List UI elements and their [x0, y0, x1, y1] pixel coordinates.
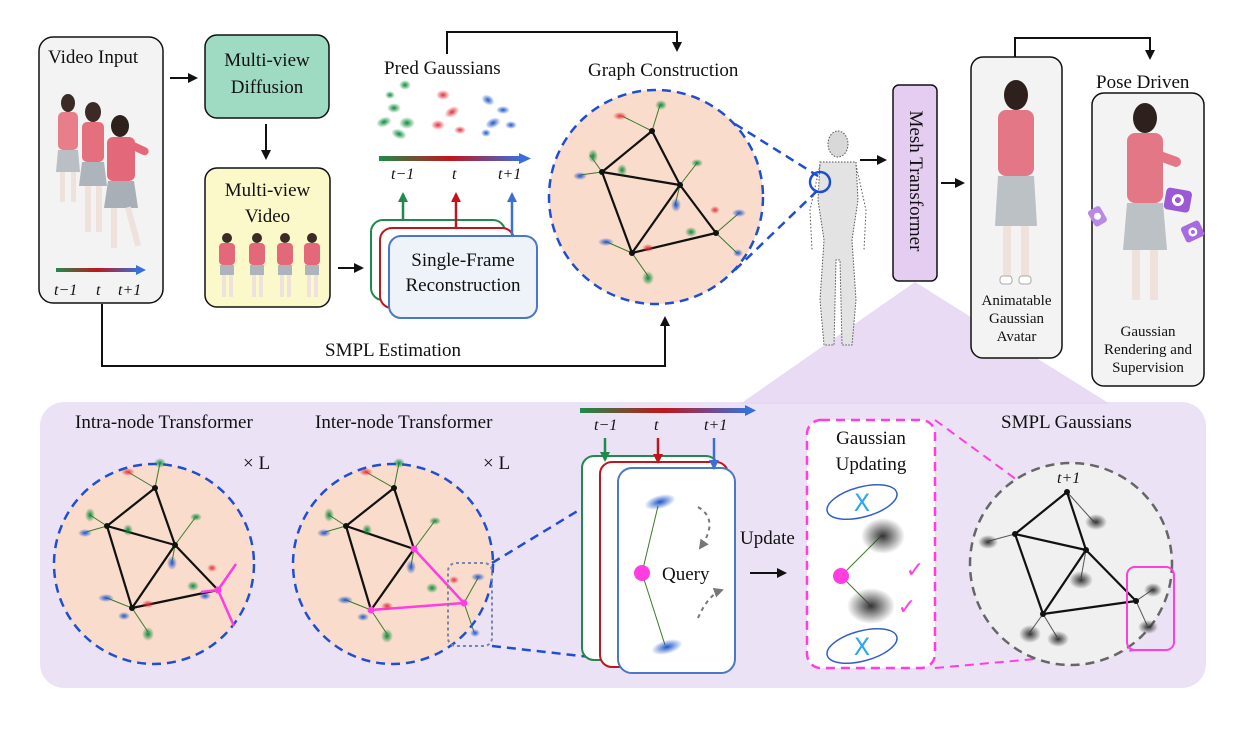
avatar-figure	[995, 80, 1037, 285]
multiview-video-line2: Video	[244, 206, 291, 227]
mesh-transformer-box	[892, 84, 938, 282]
inter-node-label: Inter-node Transformer	[315, 412, 493, 433]
query-time-bar	[580, 408, 747, 413]
zoom-wedge	[740, 282, 1110, 404]
update-label: Update	[740, 528, 795, 549]
inter-node-graph-circle	[291, 458, 495, 666]
rendering-line3: Supervision	[1112, 360, 1184, 376]
arrow-pred-to-graph	[446, 31, 682, 54]
intra-times-l: × L	[243, 453, 271, 474]
svg-text:✓: ✓	[898, 595, 916, 620]
animatable-line3: Avatar	[996, 329, 1037, 345]
multiview-person-figures	[219, 233, 320, 297]
pred-gaussian-blobs	[376, 80, 517, 140]
single-frame-reconstruction-box	[388, 235, 538, 319]
video-time-bar	[56, 268, 138, 272]
multiview-video-box	[204, 167, 331, 308]
pred-time-bar	[379, 156, 521, 161]
query-t-plus-label: t+1	[704, 417, 728, 434]
graph-construction-label: Graph Construction	[588, 60, 739, 81]
smpl-gaussians-circle	[968, 461, 1175, 667]
multiview-video-line1: Multi-view	[224, 180, 311, 201]
body-zoom-circle	[808, 170, 832, 194]
pred-t-plus-label: t+1	[498, 166, 522, 183]
query-t-label: t	[654, 417, 659, 434]
rendering-line2: Rendering and	[1104, 342, 1192, 358]
camera-icons	[1087, 187, 1205, 243]
smpl-gaussians-label: SMPL Gaussians	[1001, 412, 1132, 433]
query-label: Query	[662, 564, 710, 585]
multiview-diffusion-line1: Multi-view	[224, 50, 310, 71]
animatable-line2: Gaussian	[989, 311, 1044, 327]
pose-driven-label: Pose Driven	[1096, 72, 1190, 93]
smpl-estimation-label: SMPL Estimation	[325, 340, 462, 361]
graph-construction-circle	[547, 88, 765, 306]
multiview-diffusion-line2: Diffusion	[230, 77, 304, 98]
smpl-point-cloud-body	[809, 130, 867, 346]
query-graph	[634, 494, 724, 655]
intra-node-label: Intra-node Transformer	[75, 412, 253, 433]
pred-gaussians-label: Pred Gaussians	[384, 58, 501, 79]
video-t-plus-label: t+1	[118, 282, 142, 299]
query-card	[617, 467, 736, 674]
video-person-figures	[56, 94, 149, 248]
video-t-minus-label: t−1	[54, 282, 78, 299]
intra-node-graph-circle	[52, 458, 256, 666]
rendering-line1: Gaussian	[1120, 324, 1176, 340]
gaussian-updating-line1: Gaussian	[836, 428, 906, 449]
posed-figure	[1123, 103, 1182, 300]
video-input-label: Video Input	[48, 47, 139, 68]
mesh-transformer-label: Mesh Transformer	[905, 110, 926, 252]
pred-t-label: t	[452, 166, 457, 183]
svg-text:✓: ✓	[906, 558, 924, 583]
single-frame-line2: Reconstruction	[405, 275, 521, 296]
inter-times-l: × L	[483, 453, 511, 474]
animatable-line1: Animatable	[981, 293, 1052, 309]
svg-text:X: X	[854, 633, 870, 661]
smpl-t-label: t+1	[1057, 470, 1081, 487]
single-frame-line1: Single-Frame	[411, 250, 515, 271]
arrow-avatar-to-pose	[1014, 37, 1155, 60]
gaussian-updating-line2: Updating	[835, 454, 907, 475]
multiview-diffusion-box	[204, 34, 330, 119]
arrow-smpl-estimation	[101, 304, 670, 367]
pred-t-minus-label: t−1	[391, 166, 415, 183]
svg-text:X: X	[854, 489, 870, 517]
video-t-label: t	[96, 282, 101, 299]
query-t-minus-label: t−1	[594, 417, 618, 434]
gaussian-updating-content: X X ✓ ✓	[826, 484, 924, 664]
